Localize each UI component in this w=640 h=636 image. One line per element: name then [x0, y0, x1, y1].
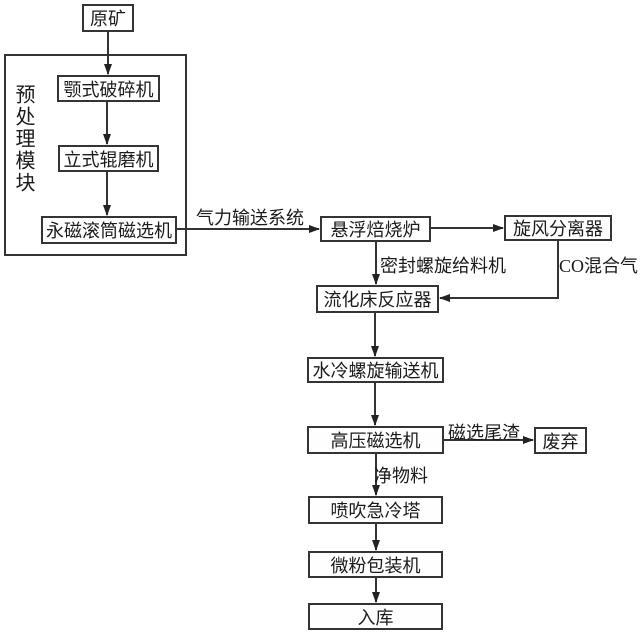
edge-label-clean-material: 净物料 — [374, 466, 428, 486]
node-water-cooled-screw-conveyor: 水冷螺旋输送机 — [307, 357, 444, 383]
node-cyclone-separator: 旋风分离器 — [504, 215, 612, 241]
edge-label-co-mixed-gas: CO混合气 — [559, 256, 639, 276]
pretreatment-module-label: 预处理模块 — [12, 84, 34, 194]
node-vertical-roller-mill: 立式辊磨机 — [58, 145, 159, 172]
node-high-pressure-magnetic-separator: 高压磁选机 — [307, 426, 444, 454]
edge-label-sealed-screw-feeder: 密封螺旋给料机 — [380, 256, 506, 276]
node-suspension-roasting-furnace: 悬浮焙烧炉 — [320, 216, 431, 242]
pretreatment-module-frame — [4, 54, 187, 256]
node-powder-packaging-machine: 微粉包装机 — [308, 551, 443, 578]
node-warehouse: 入库 — [308, 603, 443, 630]
edge-label-magnetic-tailings: 磁选尾渣 — [448, 423, 520, 443]
edge-label-pneumatic-conveying-system: 气力输送系统 — [196, 208, 304, 228]
edge-cyclone-to-fluidized-bed — [439, 241, 559, 302]
node-raw-ore: 原矿 — [82, 4, 134, 32]
node-drum-magnetic-separator: 永磁滚筒磁选机 — [41, 216, 177, 244]
node-jaw-crusher: 颚式破碎机 — [57, 75, 160, 102]
node-fluidized-bed-reactor: 流化床反应器 — [316, 285, 439, 313]
node-discard: 废弃 — [534, 427, 587, 454]
node-quench-tower: 喷吹急冷塔 — [308, 496, 443, 524]
